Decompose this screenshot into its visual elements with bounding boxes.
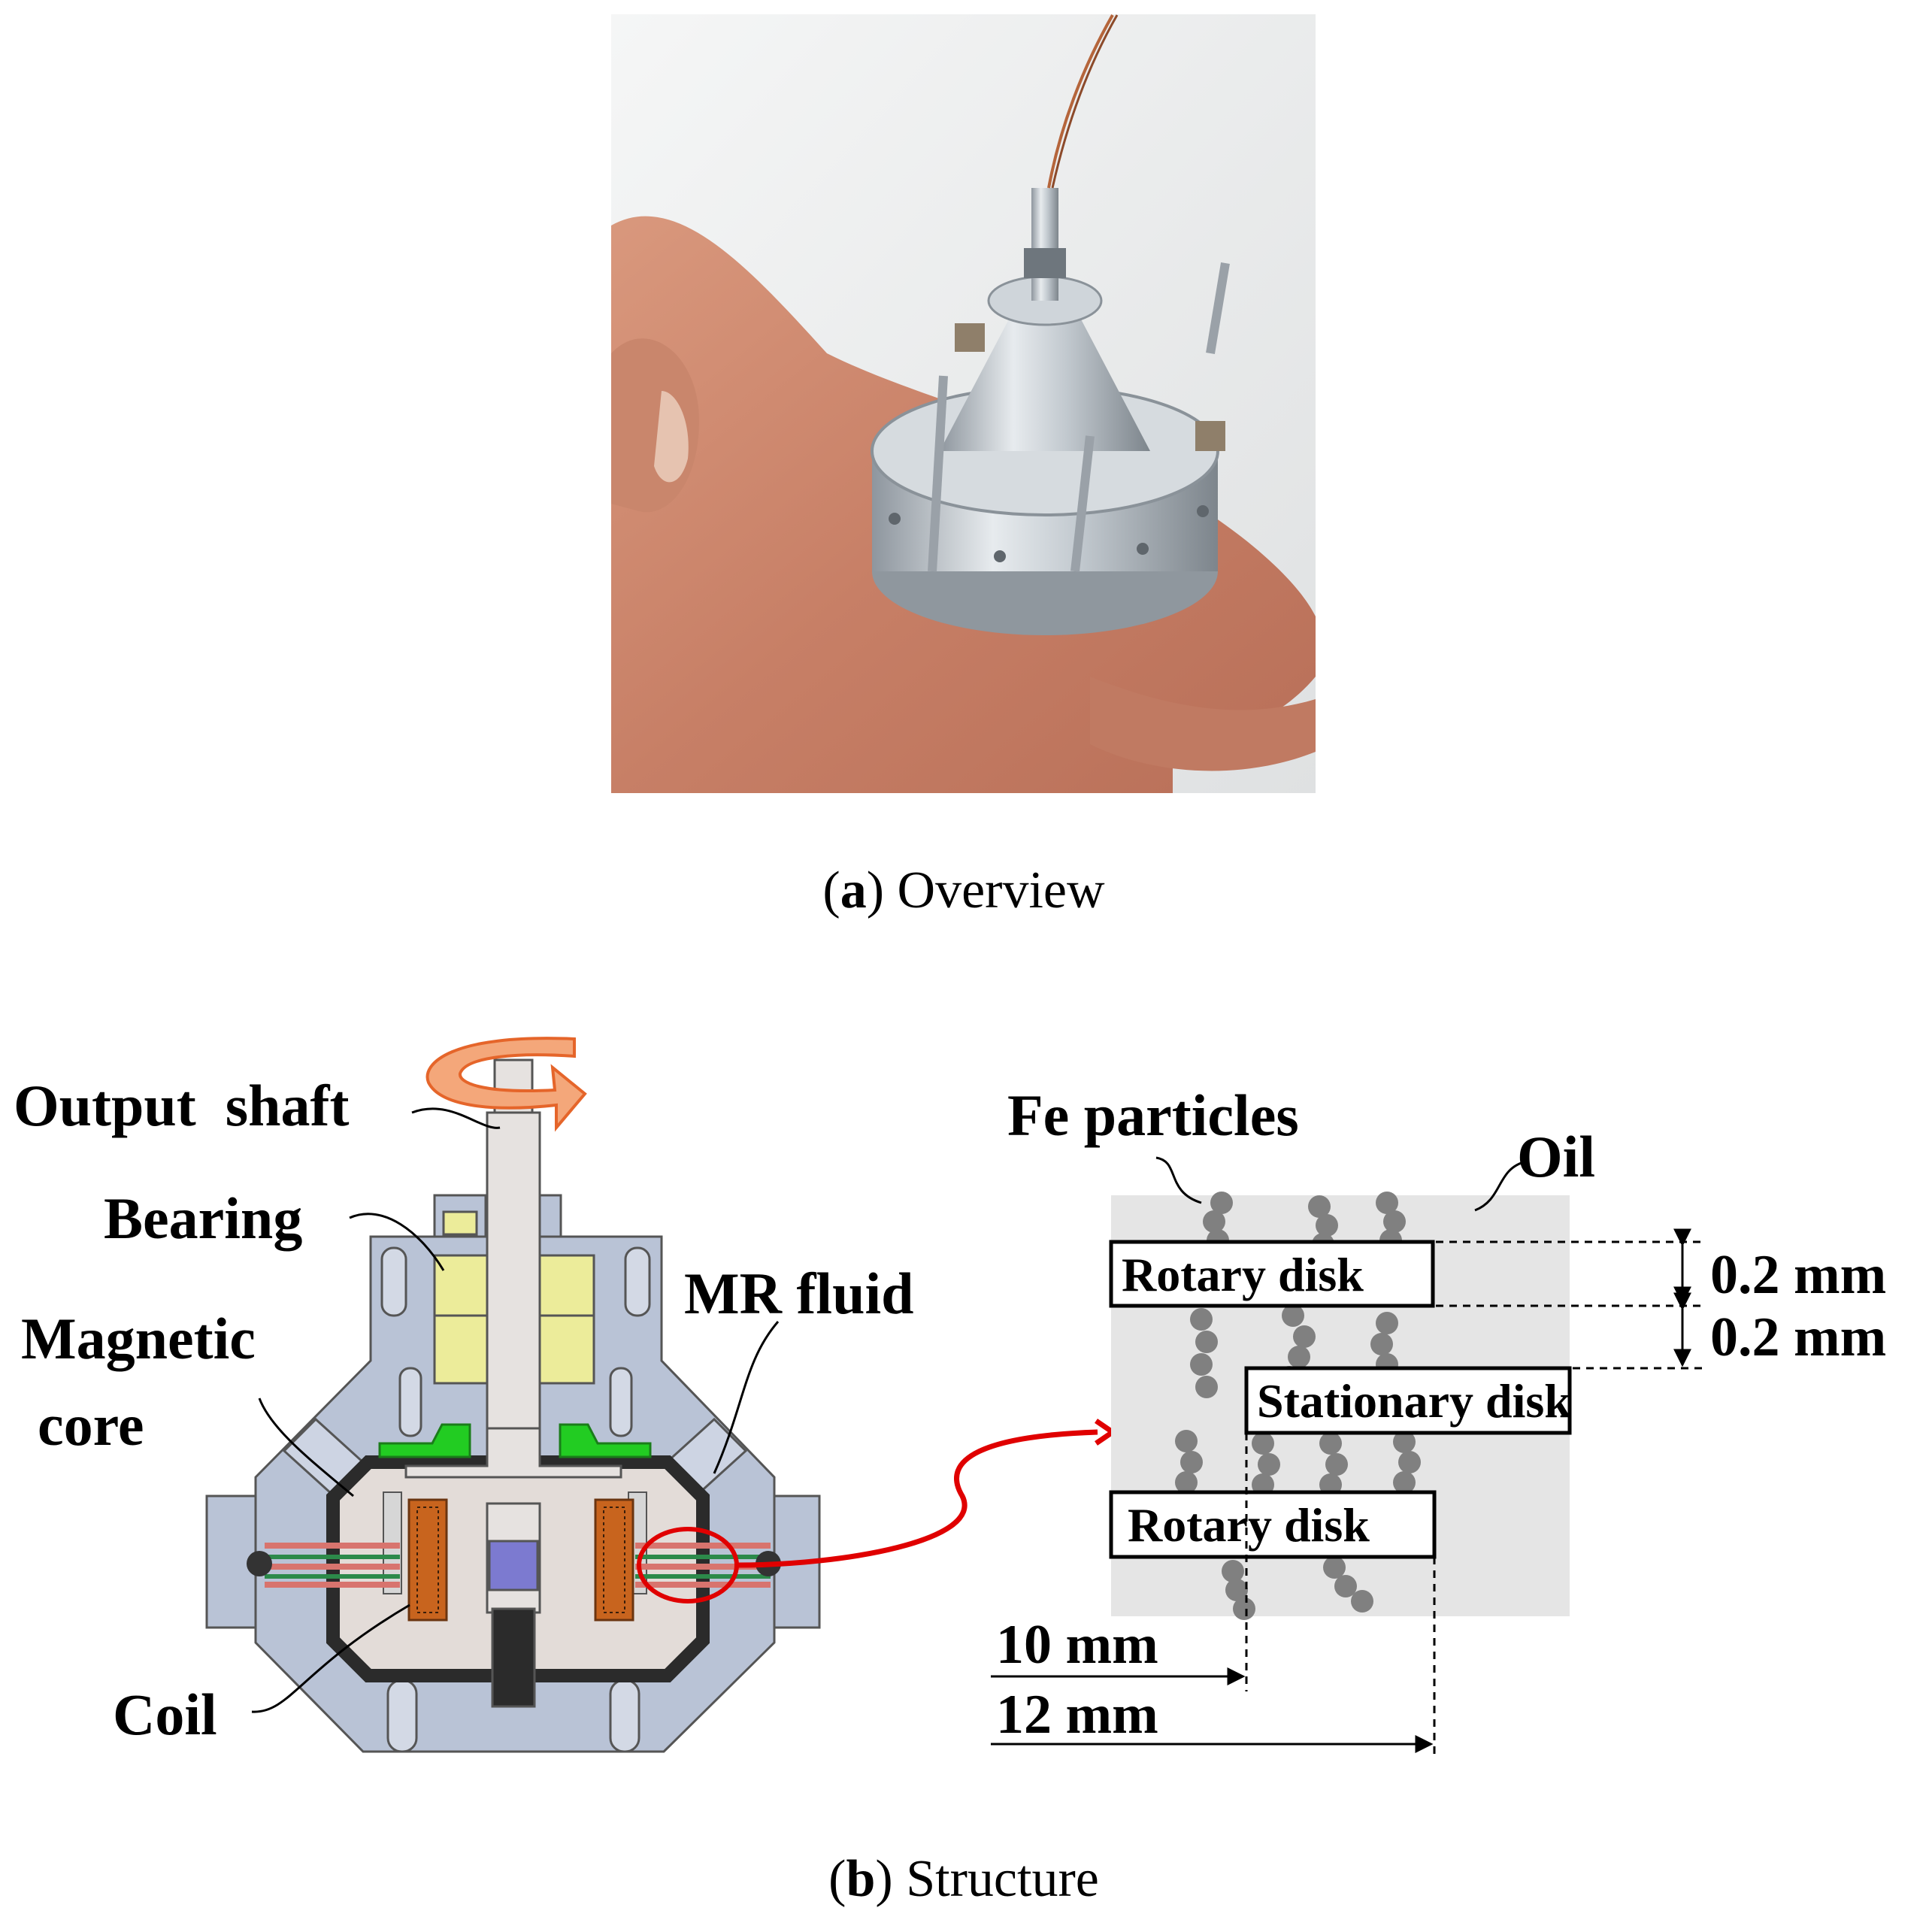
label-gap-bottom: 0.2 mm [1710, 1307, 1886, 1368]
label-rotary-disk-top: Rotary disk [1122, 1248, 1364, 1301]
label-output-shaft: Output shaft [14, 1073, 349, 1138]
label-fe-particles: Fe particles [1007, 1083, 1299, 1148]
caption-a-text: Overview [898, 862, 1105, 919]
rotary-disk-top [1109, 1240, 1435, 1308]
green-part-left [378, 1423, 471, 1458]
disk-stack [247, 1543, 781, 1588]
detail-leaders [1155, 1156, 1527, 1212]
label-coil: Coil [113, 1682, 217, 1747]
overview-photo [611, 14, 1316, 793]
label-mr-fluid: MR fluid [684, 1261, 914, 1326]
label-gap-top: 0.2 mm [1710, 1244, 1886, 1306]
caption-b-letter: b [846, 1850, 875, 1908]
rotary-disk-bottom [1109, 1490, 1437, 1559]
green-part-right [559, 1423, 652, 1458]
radius-dimensions [991, 1433, 1436, 1759]
stationary-disk [1244, 1366, 1572, 1435]
gap-dimensions [1436, 1228, 1706, 1370]
label-radius-inner: 10 mm [996, 1614, 1158, 1676]
coils [407, 1498, 634, 1622]
label-stationary-disk: Stationary disk [1257, 1374, 1571, 1428]
label-bearing: Bearing [104, 1186, 302, 1251]
caption-a: (a) Overview [822, 862, 1105, 919]
rotation-arrow [425, 1037, 587, 1132]
label-oil: Oil [1517, 1124, 1595, 1189]
caption-b-text: Structure [906, 1850, 1099, 1908]
leader-lines [251, 1107, 780, 1713]
zoom-arrow [736, 1429, 1098, 1568]
label-radius-outer: 12 mm [996, 1684, 1158, 1746]
caption-b: (b) Structure [828, 1850, 1099, 1908]
caption-a-letter: a [840, 862, 867, 919]
label-rotary-disk-bottom: Rotary disk [1128, 1498, 1370, 1552]
label-magnetic-core-1: Magnetic [21, 1306, 256, 1371]
fe-particles [1175, 1192, 1421, 1620]
output-shaft [404, 1058, 622, 1708]
label-magnetic-core-2: core [38, 1392, 144, 1458]
